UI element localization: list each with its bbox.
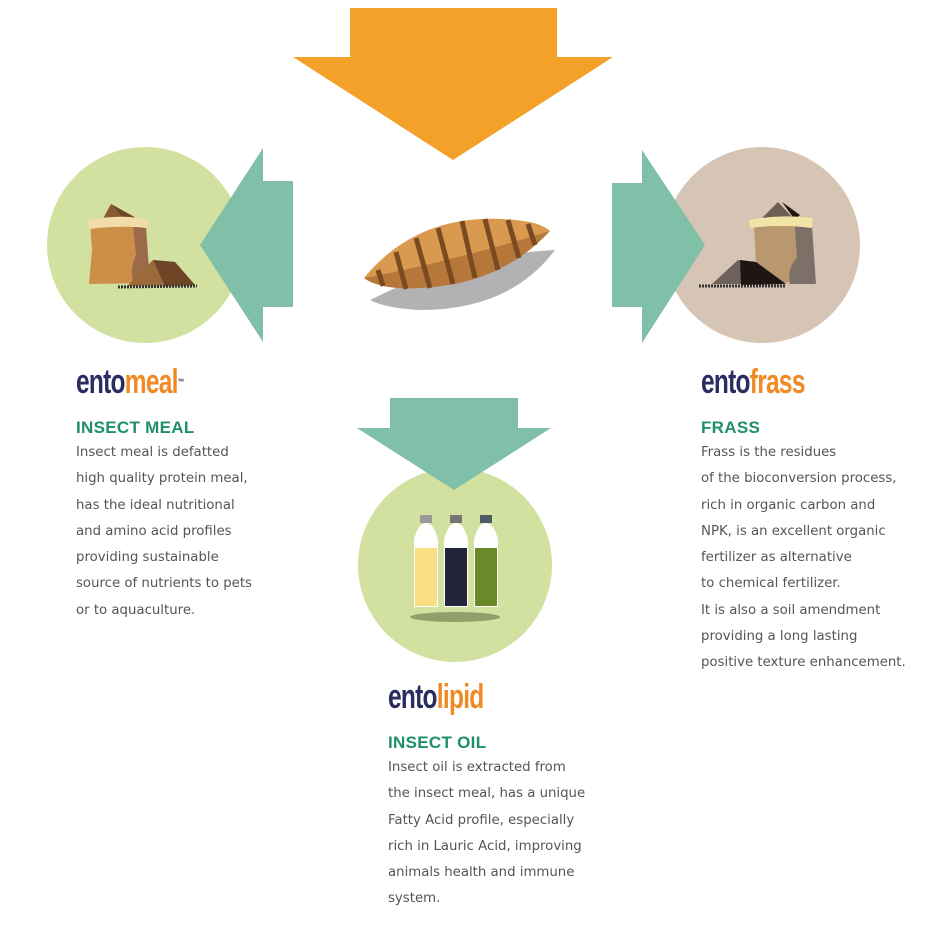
desc-line: Insect meal is defatted (76, 445, 229, 460)
frass-description: Frass is the residues of the bioconversi… (701, 440, 906, 677)
desc-line: system. (388, 891, 441, 907)
desc-line: source of nutrients to pets (76, 576, 252, 592)
desc-line: It is also a soil amendment (701, 602, 881, 618)
insect-meal-heading: INSECT MEAL (76, 418, 195, 437)
larva-icon (364, 218, 555, 310)
desc-line: to chemical fertilizer. (701, 576, 841, 592)
desc-line: providing a long lasting (701, 629, 858, 645)
desc-line: animals health and immune (388, 865, 575, 881)
arrow-to-frass (612, 150, 705, 343)
desc-line: Frass is the residues (701, 445, 837, 460)
desc-line: or to aquaculture. (76, 602, 196, 618)
desc-line: Insect oil is extracted from (388, 760, 566, 775)
frass-sack-icon (699, 202, 816, 288)
frass-heading: FRASS (701, 418, 761, 437)
logo-suffix: meal (124, 363, 179, 401)
meal-sack-icon (88, 204, 198, 289)
desc-line: high quality protein meal, (76, 471, 248, 487)
logo-suffix: lipid (436, 678, 484, 716)
logo-prefix: ento (76, 363, 126, 401)
arrow-to-meal (200, 148, 293, 342)
insect-oil-section: entolipid INSECT OIL Insect oil is extra… (388, 679, 585, 913)
desc-line: the insect meal, has a unique (388, 786, 586, 802)
desc-line: has the ideal nutritional (76, 497, 235, 513)
oil-bottles-icon (410, 515, 500, 622)
desc-line: rich in Lauric Acid, improving (388, 838, 582, 854)
entofrass-logo: entofrass (701, 364, 848, 400)
logo-suffix: frass (749, 363, 806, 401)
logo-prefix: ento (388, 678, 438, 716)
entolipid-logo: entolipid (388, 679, 530, 715)
desc-line: providing sustainable (76, 550, 219, 566)
desc-line: NPK, is an excellent organic (701, 523, 886, 539)
arrow-to-oil (357, 398, 551, 490)
desc-line: rich in organic carbon and (701, 497, 876, 513)
logo-prefix: ento (701, 363, 751, 401)
insect-meal-description: Insect meal is defatted high quality pro… (76, 440, 252, 624)
insect-meal-section: entomeal™ INSECT MEAL Insect meal is def… (76, 364, 252, 624)
trademark: ™ (177, 377, 184, 387)
desc-line: fertilizer as alternative (701, 550, 852, 566)
insect-oil-description: Insect oil is extracted from the insect … (388, 755, 585, 913)
frass-section: entofrass FRASS Frass is the residues of… (701, 364, 906, 677)
desc-line: of the bioconversion process, (701, 471, 897, 487)
desc-line: positive texture enhancement. (701, 655, 906, 671)
insect-oil-heading: INSECT OIL (388, 733, 487, 752)
desc-line: Fatty Acid profile, especially (388, 812, 575, 828)
desc-line: and amino acid profiles (76, 523, 232, 539)
input-arrow (293, 8, 613, 160)
entomeal-logo: entomeal™ (76, 364, 203, 400)
